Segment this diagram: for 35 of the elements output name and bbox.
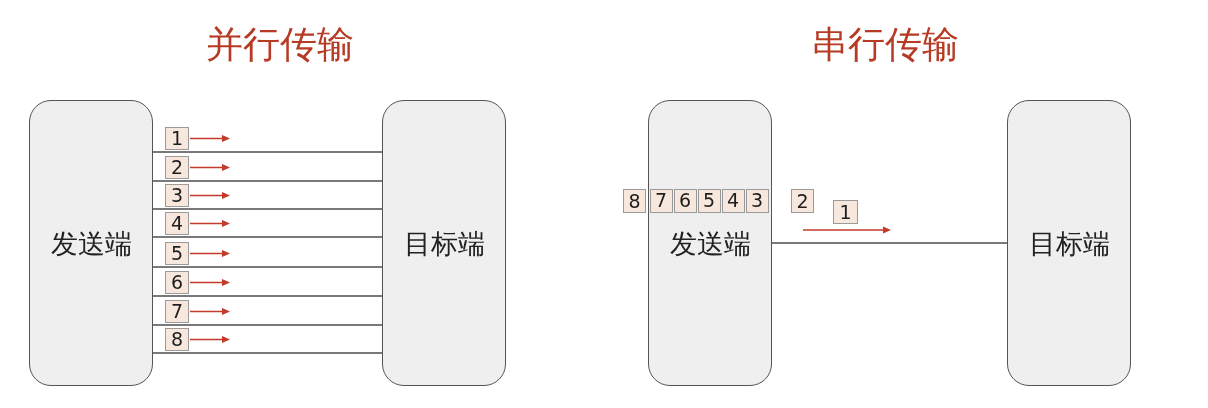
bit-tile: 4 xyxy=(165,212,189,235)
bit-tile: 6 xyxy=(673,188,697,213)
wire-line xyxy=(152,151,383,153)
device-box xyxy=(1007,100,1131,386)
bit-tile: 8 xyxy=(623,189,646,213)
bit-tile: 1 xyxy=(165,127,189,150)
wire-line xyxy=(152,324,383,326)
section-title: 并行传输 xyxy=(206,26,354,63)
wire-line xyxy=(152,295,383,297)
wire-line xyxy=(152,180,383,182)
device-box xyxy=(29,100,153,386)
wire-line xyxy=(152,266,383,268)
bit-tile: 4 xyxy=(721,188,745,213)
bit-tile: 7 xyxy=(649,188,673,213)
bit-tile: 2 xyxy=(791,189,814,213)
wire-line xyxy=(771,242,1008,244)
wire-line xyxy=(152,208,383,210)
bit-tile: 6 xyxy=(165,271,189,294)
device-label: 目标端 xyxy=(403,229,485,257)
wire-line xyxy=(152,236,383,238)
device-label: 目标端 xyxy=(1028,229,1110,257)
device-box xyxy=(648,100,772,386)
bit-tile: 5 xyxy=(165,242,189,265)
bit-tile: 3 xyxy=(165,184,189,207)
bit-tile: 5 xyxy=(697,188,721,213)
device-label: 发送端 xyxy=(669,229,751,257)
wire-line xyxy=(152,352,383,354)
device-label: 发送端 xyxy=(50,229,132,257)
section-title: 串行传输 xyxy=(811,26,959,63)
bit-tile: 3 xyxy=(745,188,769,213)
bit-tile: 7 xyxy=(165,300,189,323)
bit-tile: 2 xyxy=(165,156,189,179)
device-box xyxy=(382,100,506,386)
bit-tile: 1 xyxy=(833,200,858,224)
bit-tile: 8 xyxy=(165,328,189,351)
